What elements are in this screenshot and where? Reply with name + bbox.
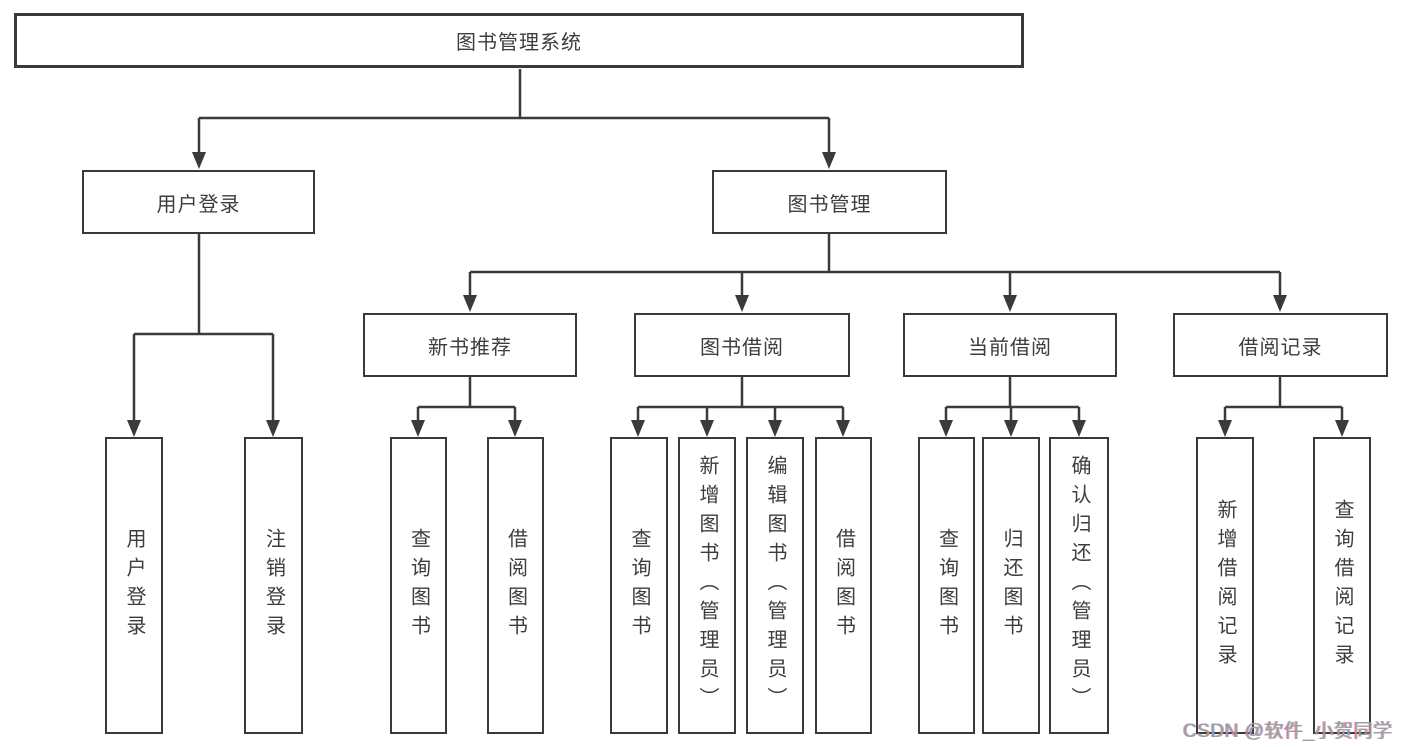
node-root: 图书管理系统 [14,13,1024,68]
node-borrowing-records: 借阅记录 [1173,313,1388,377]
leaf-user-login: 用户登录 [105,437,163,734]
leaf-cb-query-book: 查询图书 [918,437,975,734]
leaf-cb-return-book-label: 归还图书 [1000,527,1022,644]
arrowhead-icon [1273,295,1287,312]
node-borrowing-records-label: 借阅记录 [1238,336,1323,359]
watermark: CSDN @软件_小贺同学 [1183,721,1393,742]
leaf-bb-edit-book-admin-label: 编辑图书（管理员） [764,455,786,716]
connector-bookborrow-to-leaves [636,377,845,423]
arrowhead-icon [735,295,749,312]
leaf-nbr-borrow-book-label: 借阅图书 [504,527,527,644]
leaf-nbr-query-book: 查询图书 [390,437,447,734]
arrowhead-icon [822,152,836,169]
arrowhead-icon [411,420,425,437]
leaf-nbr-borrow-book: 借阅图书 [487,437,544,734]
arrowhead-icon [508,420,522,437]
node-new-book-recommend-label: 新书推荐 [428,336,512,359]
connector-userlogin-to-leaves [132,234,275,423]
arrowhead-icon [1072,420,1086,437]
arrowhead-icon [768,420,782,437]
arrowhead-icon [1335,420,1349,437]
leaf-br-add-record-label: 新增借阅记录 [1214,498,1236,673]
connector-newbook-to-leaves [416,377,517,423]
arrowhead-icon [192,152,206,169]
node-book-management: 图书管理 [712,170,947,234]
node-book-management-label: 图书管理 [787,193,872,216]
connector-currentborrow-to-leaves [944,377,1081,423]
node-book-borrowing: 图书借阅 [634,313,850,377]
arrowheads [127,152,1349,437]
leaf-br-query-record: 查询借阅记录 [1313,437,1371,734]
leaf-bb-add-book-admin-label: 新增图书（管理员） [696,455,718,716]
arrowhead-icon [836,420,850,437]
node-current-borrowing: 当前借阅 [903,313,1117,377]
leaf-cb-confirm-return-admin: 确认归还（管理员） [1049,437,1109,734]
arrowhead-icon [463,295,477,312]
leaf-bb-query-book-label: 查询图书 [628,527,650,644]
arrowhead-icon [700,420,714,437]
leaf-bb-query-book: 查询图书 [610,437,668,734]
leaf-nbr-query-book-label: 查询图书 [407,527,430,644]
node-root-label: 图书管理系统 [456,32,582,54]
arrowhead-icon [631,420,645,437]
connector-records-to-leaves [1223,377,1344,423]
leaf-bb-borrow-book-label: 借阅图书 [832,527,855,644]
node-user-login: 用户登录 [82,170,315,234]
node-book-borrowing-label: 图书借阅 [700,336,784,359]
leaf-bb-add-book-admin: 新增图书（管理员） [678,437,736,734]
arrowhead-icon [1003,295,1017,312]
leaf-br-add-record: 新增借阅记录 [1196,437,1254,734]
leaf-bb-borrow-book: 借阅图书 [815,437,872,734]
node-user-login-label: 用户登录 [156,193,241,216]
arrowhead-icon [1218,420,1232,437]
leaf-cb-return-book: 归还图书 [982,437,1040,734]
leaf-bb-edit-book-admin: 编辑图书（管理员） [746,437,804,734]
leaf-cb-confirm-return-admin-label: 确认归还（管理员） [1068,455,1090,716]
arrowhead-icon [939,420,953,437]
leaf-br-query-record-label: 查询借阅记录 [1331,498,1353,673]
leaf-logout-label: 注销登录 [262,527,285,644]
leaf-user-login-label: 用户登录 [123,527,145,644]
connector-bookmgmt-to-level2 [468,234,1282,299]
leaf-cb-query-book-label: 查询图书 [935,527,958,644]
arrowhead-icon [127,420,141,437]
node-new-book-recommend: 新书推荐 [363,313,577,377]
connector-root-to-level1 [197,69,831,156]
node-current-borrowing-label: 当前借阅 [968,336,1052,359]
arrowhead-icon [1004,420,1018,437]
arrowhead-icon [266,420,280,437]
leaf-logout: 注销登录 [244,437,303,734]
